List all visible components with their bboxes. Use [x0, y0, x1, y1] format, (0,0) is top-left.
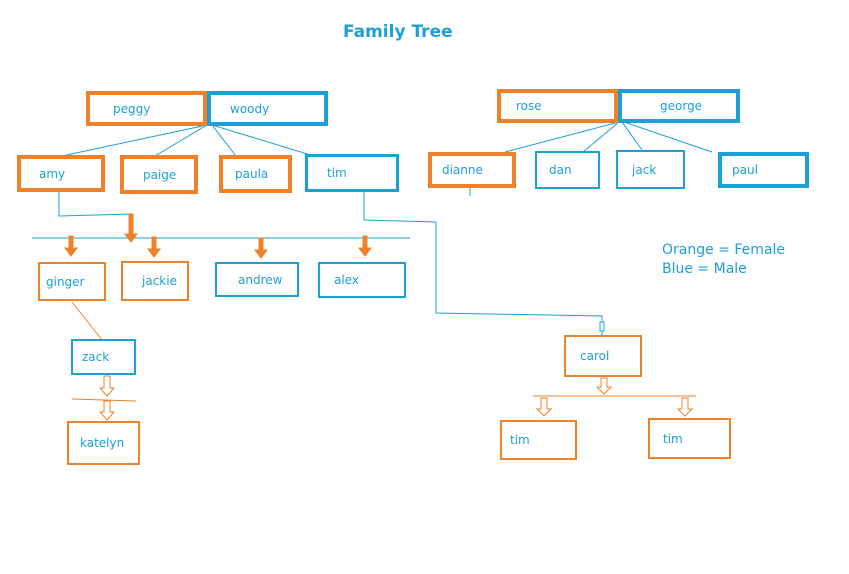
person-katelyn: katelyn [67, 421, 140, 465]
arrow-to-jackie [147, 236, 161, 258]
person-zack: zack [71, 339, 136, 375]
person-label: paul [732, 163, 758, 177]
person-george: george [618, 89, 740, 123]
person-label: george [660, 99, 703, 113]
person-paul: paul [718, 152, 809, 188]
edge-woody-paige [154, 124, 208, 157]
arrow-to-ginger [64, 235, 78, 257]
person-label: woody [230, 101, 270, 116]
person-label: paula [235, 167, 269, 181]
person-ginger: ginger [38, 262, 106, 301]
person-label: peggy [113, 101, 151, 116]
person-paige: paige [120, 155, 198, 194]
person-andrew: andrew [215, 262, 299, 297]
person-carol: carol [564, 335, 642, 377]
person-amy: amy [17, 155, 105, 192]
person-alex: alex [318, 262, 406, 298]
person-label: zack [82, 350, 110, 364]
carol-connector-marker [599, 321, 605, 332]
person-tim-son: tim [305, 154, 399, 192]
edge-woody-amy [61, 124, 208, 157]
person-label: andrew [238, 272, 283, 287]
person-label: dan [549, 163, 572, 177]
person-label: alex [334, 273, 359, 287]
person-label: jack [632, 162, 657, 177]
edge-george-dan [582, 121, 620, 153]
edge-tim-carol [363, 192, 603, 335]
edge-woody-paula [211, 124, 237, 157]
person-label: katelyn [80, 436, 125, 450]
edge-george-jack [621, 121, 643, 151]
person-rose: rose [497, 89, 618, 123]
edge-woody-tim [211, 124, 315, 157]
person-jack: jack [616, 150, 685, 189]
person-label: tim [510, 433, 530, 447]
person-label: tim [663, 431, 683, 446]
legend-female: Orange = Female [662, 242, 785, 258]
person-woody: woody [207, 91, 328, 126]
person-label: ginger [46, 274, 85, 289]
person-peggy: peggy [86, 91, 207, 126]
person-jackie: jackie [121, 261, 189, 301]
legend-male: Blue = Male [662, 261, 747, 277]
arrow-to-alex [358, 235, 372, 257]
person-tim-left: tim [500, 420, 577, 460]
person-label: carol [580, 349, 610, 363]
person-label: tim [327, 166, 347, 180]
person-label: jackie [142, 274, 177, 288]
arrow-to-andrew [254, 237, 268, 259]
arrow-zack-katelyn [71, 375, 137, 421]
diagram-title: Family Tree [343, 22, 453, 42]
arrow-carol-children [533, 377, 696, 417]
arrow-amy-down [124, 213, 138, 243]
person-tim-right: tim [648, 418, 731, 459]
person-label: amy [39, 166, 66, 181]
edge-amy-bracket [58, 192, 132, 217]
person-label: paige [143, 167, 177, 182]
person-dan: dan [535, 151, 600, 189]
person-label: dianne [442, 163, 483, 177]
person-label: rose [516, 99, 542, 113]
person-paula: paula [219, 155, 292, 193]
person-dianne: dianne [428, 152, 516, 188]
edge-george-dianne [504, 121, 620, 153]
edge-ginger-zack [71, 301, 103, 341]
edge-george-paul [623, 121, 713, 153]
